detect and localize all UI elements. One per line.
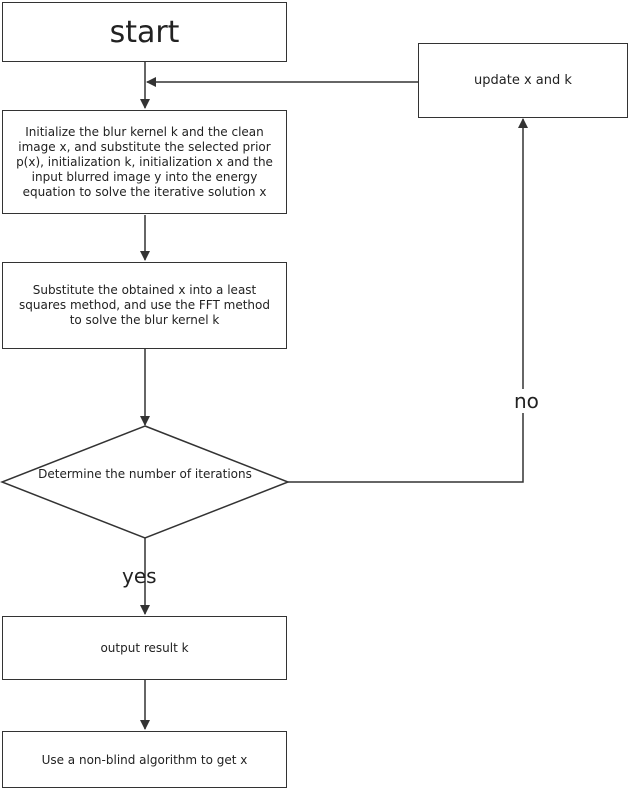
update-box: update x and k	[418, 43, 628, 118]
update-label: update x and k	[474, 73, 572, 88]
decision-diamond	[0, 425, 291, 539]
substitute-label: Substitute the obtained x into a least s…	[19, 283, 270, 327]
initialize-box: Initialize the blur kernel k and the cle…	[2, 110, 287, 214]
arrow-no-branch	[288, 118, 528, 483]
yes-edge-label: yes	[122, 564, 157, 588]
start-label: start	[109, 14, 180, 50]
initialize-label: Initialize the blur kernel k and the cle…	[16, 124, 273, 199]
final-label: Use a non-blind algorithm to get x	[41, 752, 248, 767]
decision-label: Determine the number of iterations	[38, 467, 252, 481]
final-box: Use a non-blind algorithm to get x	[2, 731, 287, 788]
output-box: output result k	[2, 616, 287, 680]
start-box: start	[2, 2, 287, 62]
output-label: output result k	[100, 641, 189, 655]
no-edge-label: no	[512, 389, 541, 413]
substitute-box: Substitute the obtained x into a least s…	[2, 262, 287, 349]
